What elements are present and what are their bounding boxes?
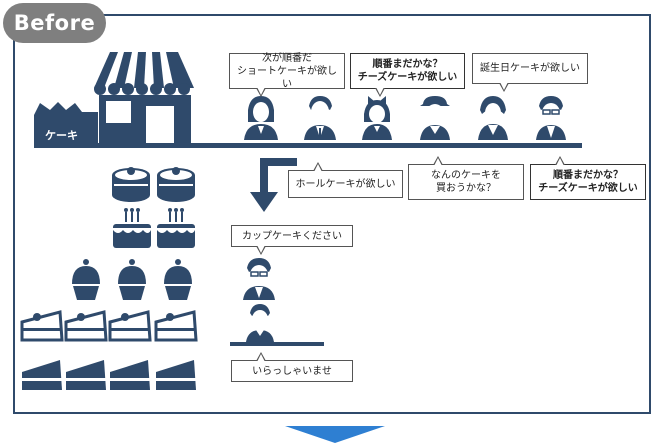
cake-icon	[66, 360, 106, 390]
speech-bubble-4: ホールケーキが欲しい	[288, 162, 403, 198]
speech-bubble-6: 順番まだかな？ チーズケーキが欲しい	[530, 156, 646, 200]
bubble-text: 順番まだかな？ チーズケーキが欲しい	[357, 59, 458, 83]
speech-bubble-5: なんのケーキを 買おうかな？	[408, 156, 524, 200]
bubble-text: なんのケーキを 買おうかな？	[431, 170, 501, 194]
cake-icon	[113, 208, 151, 248]
cake-icon	[110, 360, 150, 390]
person-icon	[244, 96, 278, 140]
cake-icon	[108, 310, 152, 342]
speech-bubble-8: いらっしゃいませ	[231, 352, 353, 382]
cake-icon	[72, 259, 100, 300]
shop-sign-label: ケーキ	[45, 129, 78, 142]
cake-icon	[22, 360, 62, 390]
speech-bubble-1: 次が順番だ ショートケーキが欲しい	[229, 52, 345, 97]
cake-icon	[112, 167, 150, 202]
bubble-text: 順番まだかな？ チーズケーキが欲しい	[538, 170, 638, 194]
person-icon	[362, 96, 392, 140]
person-icon	[230, 304, 324, 346]
cake-icon	[64, 310, 108, 342]
bubble-text: いらっしゃいませ	[252, 365, 332, 377]
cake-icon	[156, 360, 196, 390]
arrow-icon	[285, 426, 385, 443]
bubble-text: カップケーキください	[242, 230, 342, 242]
bubble-text: 誕生日ケーキが欲しい	[480, 63, 580, 74]
cake-icon	[20, 310, 64, 342]
cake-icon	[154, 310, 198, 342]
bubble-text: ホールケーキが欲しい	[295, 178, 396, 190]
person-icon	[420, 96, 450, 140]
before-tab: Before	[3, 3, 106, 43]
person-icon	[478, 96, 508, 140]
cake-icon	[157, 208, 195, 248]
person-icon	[304, 96, 336, 140]
bubble-text: 次が順番だ ショートケーキが欲しい	[237, 52, 337, 90]
speech-bubble-2: 順番まだかな？ チーズケーキが欲しい	[350, 53, 465, 97]
cake-icon	[157, 167, 195, 202]
person-icon	[243, 258, 275, 300]
cake-icon	[118, 259, 146, 300]
speech-bubble-7: カップケーキください	[231, 225, 353, 255]
speech-bubble-3: 誕生日ケーキが欲しい	[472, 53, 588, 92]
person-icon	[536, 96, 566, 140]
cake-icon	[164, 259, 192, 300]
